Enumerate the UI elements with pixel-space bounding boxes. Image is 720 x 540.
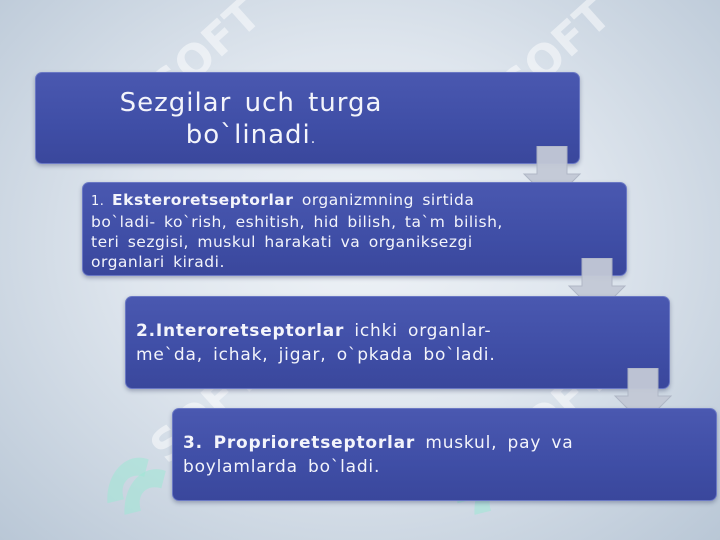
title-box: Sezgilar uch turga bo`linadi. [35, 72, 580, 164]
step-3-text: 3. Proprioretseptorlar muskul, pay va bo… [183, 431, 603, 479]
step-3-description: muskul, pay va boylamlarda bo`ladi. [183, 433, 574, 477]
step-2-text: 2.Interoretseptorlar ichki organlar-me`d… [136, 319, 556, 367]
step-2-term: Interoretseptorlar [155, 321, 345, 341]
step-3-number: 3. [183, 433, 214, 453]
step-box-1: 1. Eksteroretseptorlar organizmning sirt… [82, 182, 627, 276]
title-dot: . [310, 131, 317, 147]
step-1-number: 1. [91, 194, 113, 209]
step-box-3: 3. Proprioretseptorlar muskul, pay va bo… [172, 408, 717, 501]
title-line-2-text: bo`linadi [185, 120, 311, 150]
step-2-number: 2. [136, 321, 156, 341]
step-3-term: Proprioretseptorlar [213, 433, 416, 453]
step-1-term: Eksteroretseptorlar [112, 191, 294, 209]
step-box-2: 2.Interoretseptorlar ichki organlar-me`d… [125, 296, 670, 389]
title-line-2: bo`linadi. [36, 119, 466, 155]
title-line-1: Sezgilar uch turga [119, 88, 383, 118]
step-1-text: 1. Eksteroretseptorlar organizmning sirt… [91, 190, 511, 272]
step-2-description: ichki organlar-me`da, ichak, jigar, o`pk… [136, 321, 496, 365]
step-1-description: organizmning sirtida bo`ladi- ko`rish, e… [91, 191, 503, 271]
slide-title: Sezgilar uch turga bo`linadi. [36, 87, 466, 155]
